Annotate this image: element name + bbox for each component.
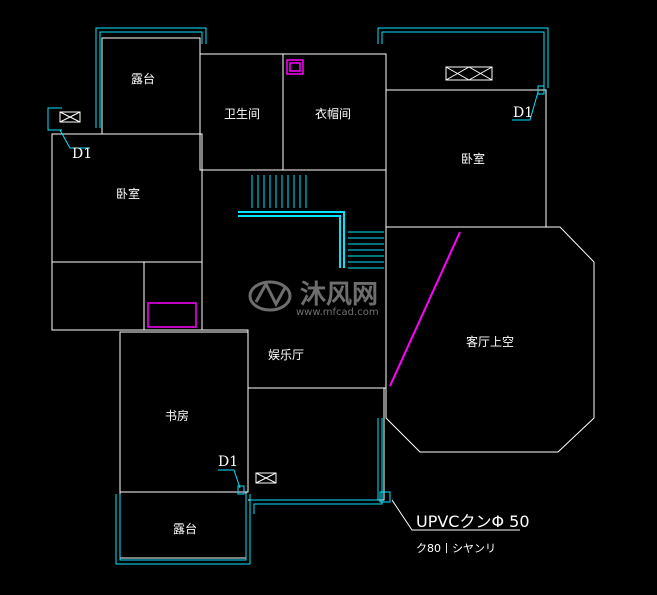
ac-unit-left-icon xyxy=(59,111,81,123)
stair-treads xyxy=(251,175,384,269)
skylight-icon xyxy=(286,59,304,75)
tub-icon xyxy=(147,302,197,328)
ac-unit-bottom-icon xyxy=(255,472,277,484)
label-balcony-top-left: 露台 xyxy=(131,71,155,86)
ac-unit-icon xyxy=(445,66,493,81)
stair xyxy=(238,175,384,269)
wall-lower-left xyxy=(51,261,203,331)
watermark-logo-icon xyxy=(248,280,292,312)
label-entertainment: 娱乐厅 xyxy=(268,348,304,362)
magenta-accents xyxy=(147,59,461,387)
pipe-note: UPVCクンΦ 50 ク80丨シヤンリ xyxy=(391,499,530,555)
label-study: 书房 xyxy=(165,408,189,423)
label-cloakroom: 衣帽间 xyxy=(315,106,351,121)
pipe-sub-label: ク80丨シヤンリ xyxy=(416,542,496,555)
wall-balcony-top-left xyxy=(101,37,201,135)
tag-d1-bottom: D1 xyxy=(218,454,238,470)
stair-handrail xyxy=(238,211,345,268)
label-bedroom-right: 卧室 xyxy=(461,151,485,166)
door-tags: D1 D1 D1 xyxy=(59,91,539,489)
label-void-living: 客厅上空 xyxy=(466,334,514,349)
watermark-brand: 沐风网 xyxy=(300,280,378,310)
watermark: 沐风网 www.mfcad.com xyxy=(248,280,379,318)
balcony-rails xyxy=(47,27,549,565)
label-bathroom: 卫生间 xyxy=(224,107,260,121)
tag-d1-left: D1 xyxy=(72,146,92,162)
wall-void-octagon xyxy=(385,226,595,453)
label-bedroom-left: 卧室 xyxy=(116,186,140,201)
room-labels: 露台 卫生间 衣帽间 卧室 卧室 客厅上空 娱乐厅 书房 露台 xyxy=(116,71,514,536)
tag-d1-right: D1 xyxy=(513,105,533,121)
void-diagonal xyxy=(389,231,461,387)
watermark-url: www.mfcad.com xyxy=(296,307,379,318)
label-balcony-bottom: 露台 xyxy=(173,521,197,536)
pipe-spec-label: UPVCクンΦ 50 xyxy=(416,512,530,531)
